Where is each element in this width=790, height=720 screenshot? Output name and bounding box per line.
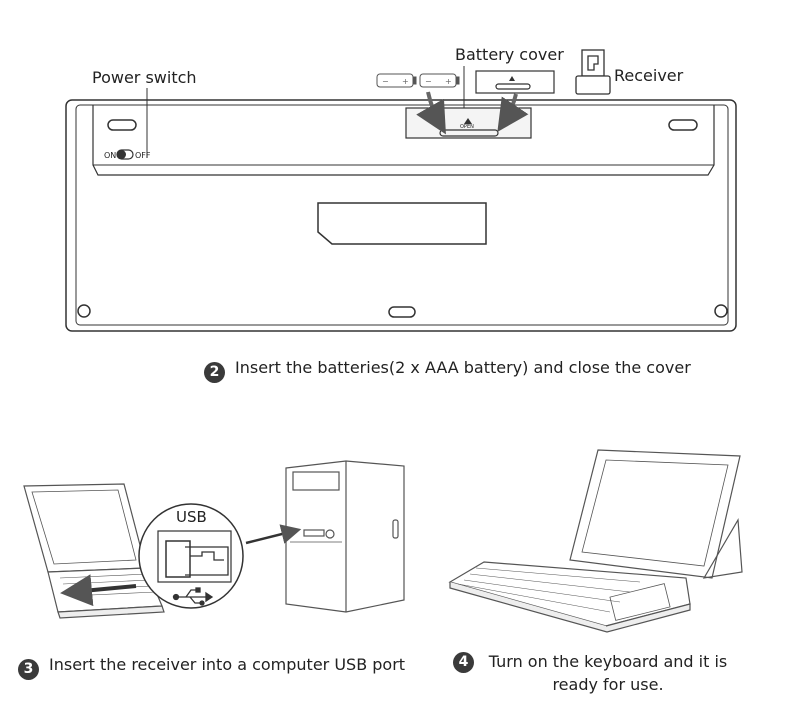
insert-arrow — [60, 574, 137, 607]
svg-text:+: + — [402, 77, 409, 86]
battery-compartment — [405, 107, 532, 139]
receiver-icon — [575, 49, 611, 95]
insert-arrow — [416, 91, 529, 135]
tablet-keyboard-illustration — [448, 449, 743, 633]
switch-on-label: ON — [104, 151, 117, 160]
step-text: Insert the receiver into a computer USB … — [49, 655, 406, 674]
battery-cover-label: Battery cover — [455, 45, 564, 64]
step-number-badge: 4 — [453, 652, 474, 673]
keyboard-underside — [65, 99, 737, 332]
cover-open-label: OPEN — [460, 124, 474, 130]
step-3: 3 Insert the receiver into a computer USB… — [18, 653, 405, 680]
switch-off-label: OFF — [135, 151, 151, 160]
receiver-label: Receiver — [614, 66, 684, 85]
insert-arrow — [245, 524, 302, 545]
svg-text:−: − — [382, 77, 389, 86]
battery-cover-icon — [475, 70, 555, 94]
power-switch-label: Power switch — [92, 68, 197, 87]
step-number-badge: 3 — [18, 659, 39, 680]
power-switch — [116, 88, 148, 160]
pc-tower-illustration — [285, 460, 405, 613]
step-text: Insert the batteries(2 x AAA battery) an… — [235, 358, 691, 377]
step-4: 4 Turn on the keyboard and it is ready f… — [453, 650, 753, 696]
usb-icon — [172, 587, 214, 606]
battery-icon — [376, 73, 460, 88]
step-text: Turn on the keyboard and it is ready for… — [488, 652, 728, 694]
svg-text:+: + — [445, 77, 452, 86]
step-2: 2 Insert the batteries(2 x AAA battery) a… — [204, 356, 691, 383]
svg-text:−: − — [425, 77, 432, 86]
step-number-badge: 2 — [204, 362, 225, 383]
usb-port-callout — [138, 503, 244, 609]
usb-label: USB — [176, 508, 207, 526]
